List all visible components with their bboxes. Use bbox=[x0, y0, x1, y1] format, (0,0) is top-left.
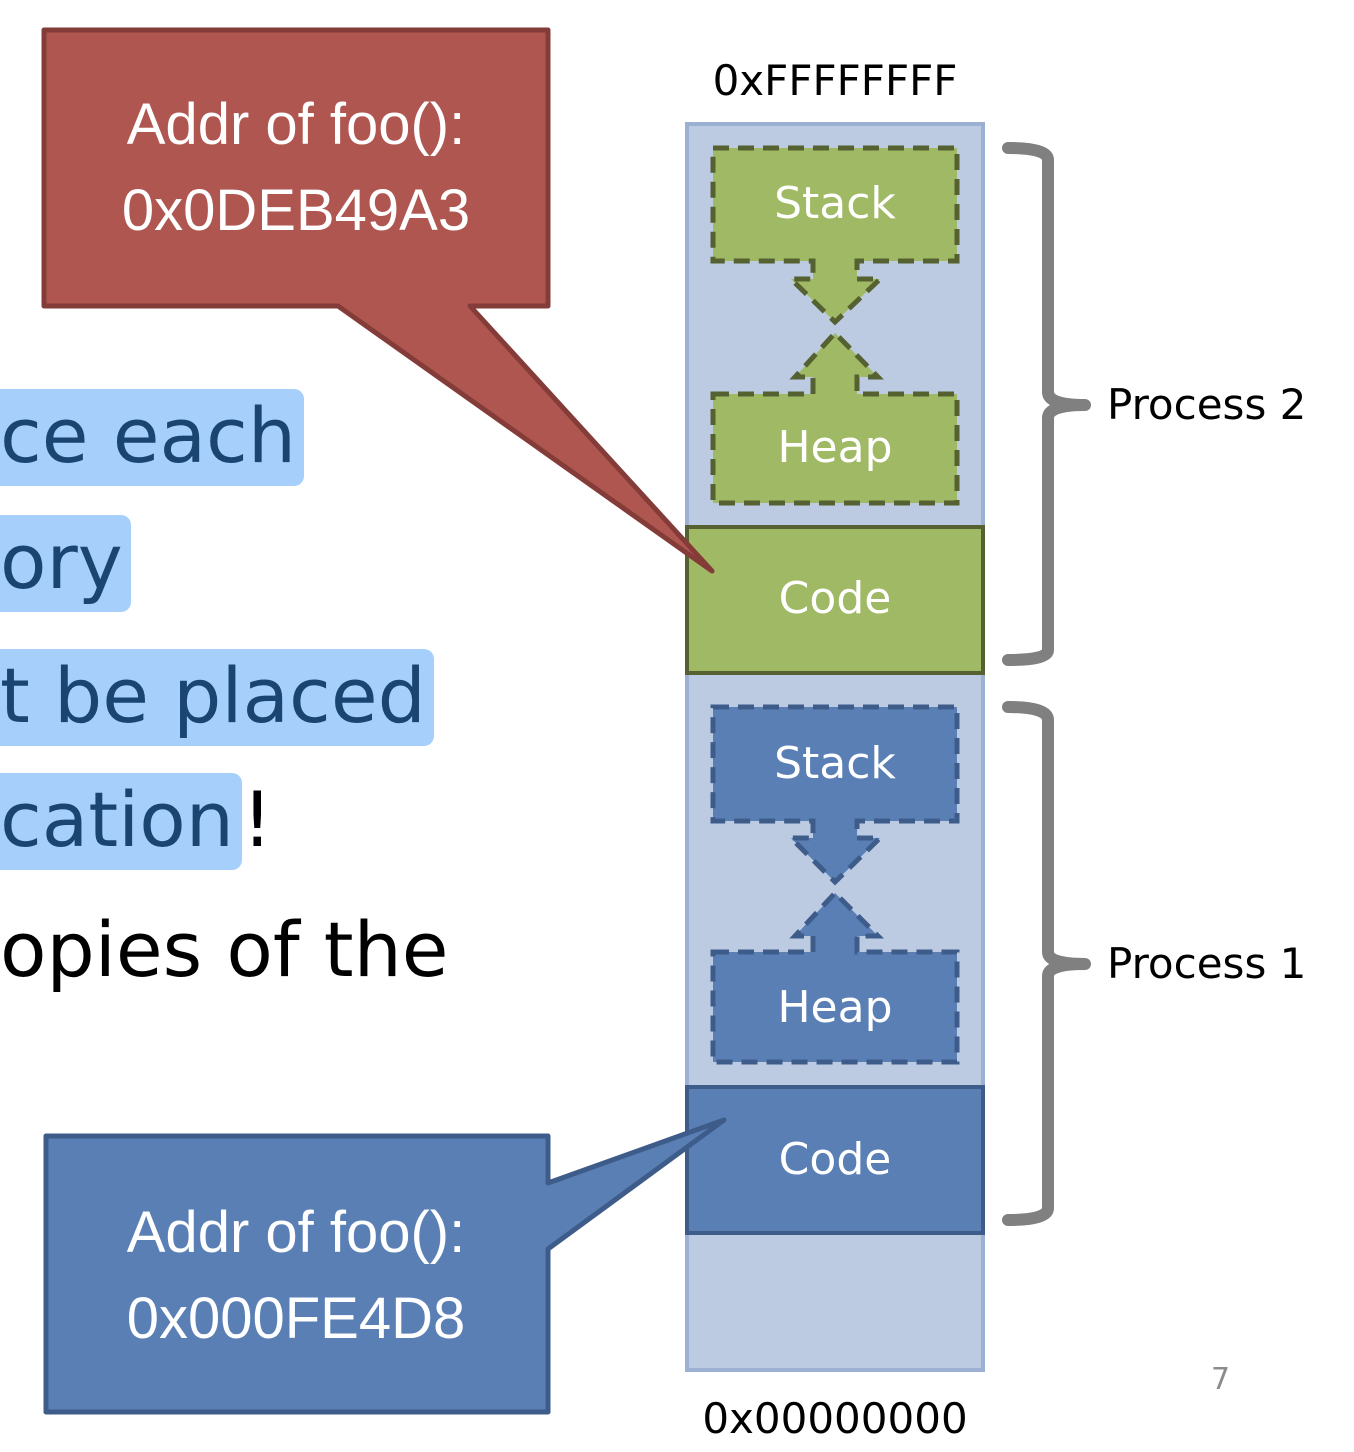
p2-code-block bbox=[685, 525, 985, 675]
p2-code-label: Code bbox=[778, 573, 892, 624]
body-line-2: ory bbox=[0, 515, 131, 612]
p2-heap-arrow-shape bbox=[710, 329, 960, 506]
p1-heap-arrow-shape bbox=[710, 889, 960, 1065]
process-1-brace bbox=[1002, 701, 1091, 1226]
plain-text: ! bbox=[241, 775, 273, 864]
p1-heap-label: Heap bbox=[777, 982, 893, 1033]
process-2-callout-text: Addr of foo(): 0x0DEB49A3 bbox=[46, 82, 546, 254]
p2-stack-arrow-shape bbox=[710, 145, 960, 326]
page-number: 7 bbox=[1211, 1362, 1231, 1397]
process-1-callout-text: Addr of foo(): 0x000FE4D8 bbox=[46, 1190, 546, 1362]
highlighted-text: cation bbox=[0, 773, 242, 870]
callout-label: Addr of foo(): bbox=[126, 92, 466, 157]
callout-address: 0x0DEB49A3 bbox=[121, 178, 471, 243]
process-2-callout-shape bbox=[41, 27, 715, 574]
process-1-callout-shape bbox=[43, 1117, 727, 1415]
p1-stack-label: Stack bbox=[774, 738, 896, 789]
p2-stack-label: Stack bbox=[774, 178, 896, 229]
process-2-brace bbox=[1002, 142, 1091, 666]
highlighted-text: ory bbox=[0, 515, 131, 612]
top-address-label: 0xFFFFFFFF bbox=[712, 56, 958, 105]
process-2-segments bbox=[685, 145, 985, 675]
p1-code-label: Code bbox=[778, 1134, 892, 1185]
highlighted-text: ce each bbox=[0, 389, 304, 486]
body-line-4: cation! bbox=[0, 773, 272, 870]
body-line-1: ce each bbox=[0, 389, 304, 486]
p1-stack-arrow-shape bbox=[710, 704, 960, 886]
process-1-label: Process 1 bbox=[1107, 939, 1307, 988]
process-2-label: Process 2 bbox=[1107, 380, 1307, 429]
bottom-address-label: 0x00000000 bbox=[702, 1394, 968, 1443]
callout-address: 0x000FE4D8 bbox=[126, 1286, 466, 1351]
body-line-5: opies of the bbox=[0, 912, 449, 988]
p1-code-block bbox=[685, 1085, 985, 1235]
highlighted-text: t be placed bbox=[0, 649, 434, 746]
plain-text: opies of the bbox=[0, 905, 449, 994]
body-line-3: t be placed bbox=[0, 649, 434, 746]
callout-label: Addr of foo(): bbox=[126, 1200, 466, 1265]
p2-heap-label: Heap bbox=[777, 422, 893, 473]
process-1-segments bbox=[685, 704, 985, 1235]
